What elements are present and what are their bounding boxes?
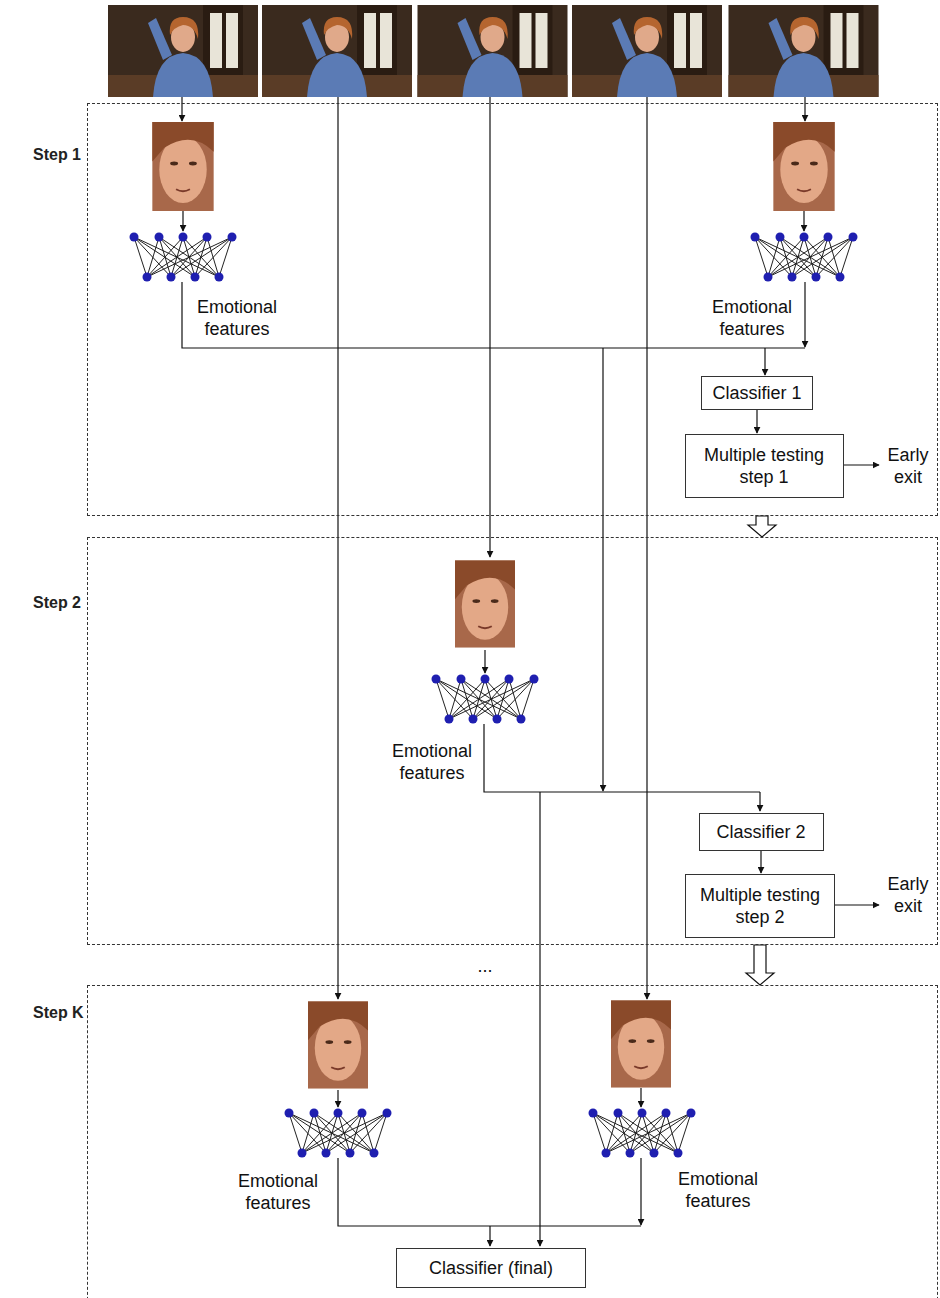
feature-line [759,792,760,811]
box-text: Multiple testing step 1 [692,444,837,488]
network-icon [130,233,237,282]
step-band: Step KClassifier (final) [87,985,938,1298]
exit-label: Early exit [882,873,934,917]
face-line [640,1088,641,1107]
video-frame [262,5,412,97]
step-band: Step 2Classifier 2Multiple testing step … [87,537,938,945]
ellipsis: ... [470,955,500,977]
face-crop [455,560,515,647]
step-arrow [748,516,776,537]
face-line [803,211,804,231]
step-heading: Step 2 [31,594,83,612]
testing-box: Multiple testing step 1 [685,434,844,498]
exit-arrow [843,464,879,465]
feature-label: Emotional features [228,1170,328,1214]
flow-arrow [756,410,757,433]
frame-line [337,97,338,999]
face-crop [773,122,834,211]
feature-line [489,1226,490,1246]
step-heading: Step K [31,1004,86,1022]
step-arrow [746,945,774,985]
feature-line [484,724,760,792]
feature-label: Emotional features [187,296,287,340]
face-line [484,650,485,673]
frame-line [489,97,490,557]
feature-label: Emotional features [382,740,482,784]
frame-line [646,97,647,999]
box-text: Multiple testing step 2 [692,884,828,928]
frame-line [181,97,182,121]
video-frame [572,5,722,97]
network-icon [285,1109,392,1158]
classifier-box: Classifier 1 [701,376,813,410]
feature-line [338,1158,641,1226]
frame-line [804,97,805,121]
classifier-box: Classifier 2 [699,813,824,851]
face-crop [611,1000,671,1087]
network-icon [751,233,858,282]
face-crop [308,1001,368,1088]
face-line [337,1090,338,1107]
network-icon [589,1109,696,1158]
box-text: Classifier 1 [712,382,801,404]
feature-line [804,282,805,347]
box-text: Classifier 2 [716,821,805,843]
network-icon [432,675,539,724]
feature-line [764,348,765,375]
exit-arrow [834,904,879,905]
video-frame [729,5,879,97]
feature-line [182,282,805,348]
feature-line [602,348,603,791]
video-frame [418,5,568,97]
feature-label: Emotional features [668,1168,768,1212]
feature-line [539,792,540,1246]
classifier-box: Classifier (final) [396,1248,586,1288]
feature-label: Emotional features [702,296,802,340]
face-crop [152,122,213,211]
testing-box: Multiple testing step 2 [685,874,835,938]
flow-arrow [760,851,761,873]
face-line [182,211,183,231]
box-text: Classifier (final) [429,1257,553,1279]
video-frame [108,5,258,97]
step-heading: Step 1 [31,146,83,164]
exit-label: Early exit [882,444,934,488]
feature-line [640,1158,641,1225]
